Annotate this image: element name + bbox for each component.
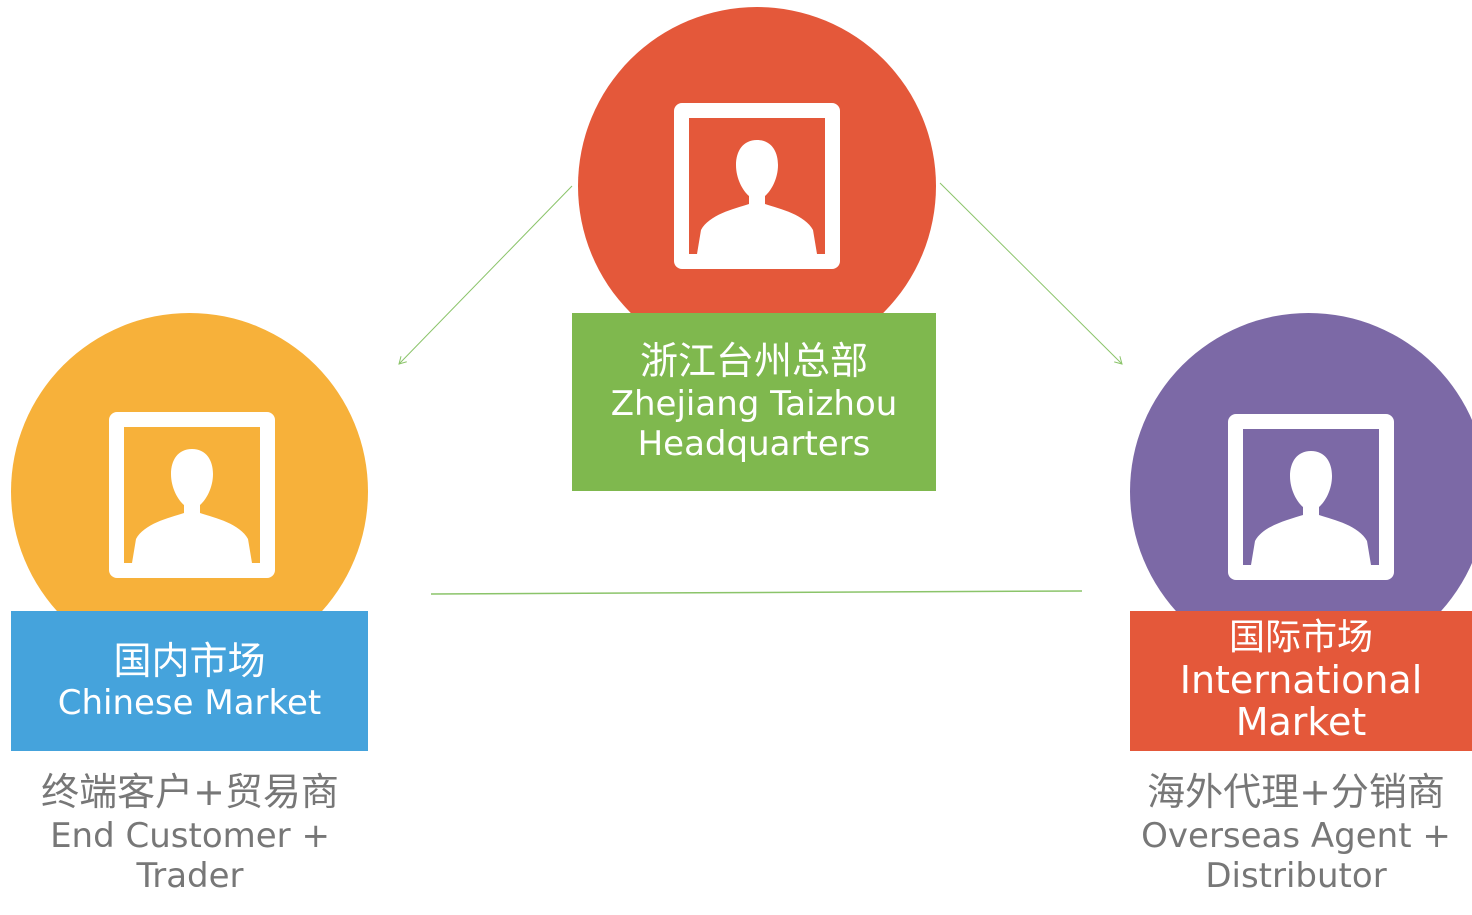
connector-hq-to-international-market — [939, 182, 1123, 365]
chinese-market-circle — [11, 313, 368, 670]
international-market-desc-en-line1: Overseas Agent + — [1141, 815, 1451, 856]
international-market-label-en-line2: Market — [1235, 700, 1367, 745]
international-market-desc-en-line2: Distributor — [1205, 856, 1387, 897]
international-market-description: 海外代理+分销商 Overseas Agent + Distributor — [1120, 770, 1472, 897]
international-market-label-cn: 国际市场 — [1228, 617, 1373, 659]
international-market-desc-cn: 海外代理+分销商 — [1147, 770, 1445, 814]
connector-chinese-to-international — [430, 590, 1083, 595]
connector-hq-to-chinese-market — [398, 185, 573, 365]
chinese-market-desc-en-line1: End Customer + — [50, 815, 330, 856]
headquarters-label-cn: 浙江台州总部 — [639, 339, 868, 384]
chinese-market-desc-en-line2: Trader — [136, 856, 244, 897]
person-portrait-icon — [674, 103, 840, 269]
headquarters-label-en-line1: Zhejiang Taizhou — [610, 384, 898, 425]
chinese-market-label-cn: 国内市场 — [113, 638, 266, 683]
headquarters-label-en-line2: Headquarters — [637, 424, 871, 465]
person-portrait-icon — [1228, 414, 1394, 580]
international-market-label: 国际市场 International Market — [1130, 611, 1472, 751]
headquarters-label: 浙江台州总部 Zhejiang Taizhou Headquarters — [572, 313, 936, 491]
chinese-market-description: 终端客户+贸易商 End Customer + Trader — [0, 770, 380, 897]
chinese-market-desc-cn: 终端客户+贸易商 — [41, 770, 339, 814]
chinese-market-label-en: Chinese Market — [57, 683, 322, 724]
headquarters-circle — [578, 7, 936, 365]
chinese-market-label: 国内市场 Chinese Market — [11, 611, 368, 751]
international-market-circle — [1130, 313, 1472, 670]
international-market-label-en-line1: International — [1179, 657, 1423, 702]
person-portrait-icon — [109, 412, 275, 578]
